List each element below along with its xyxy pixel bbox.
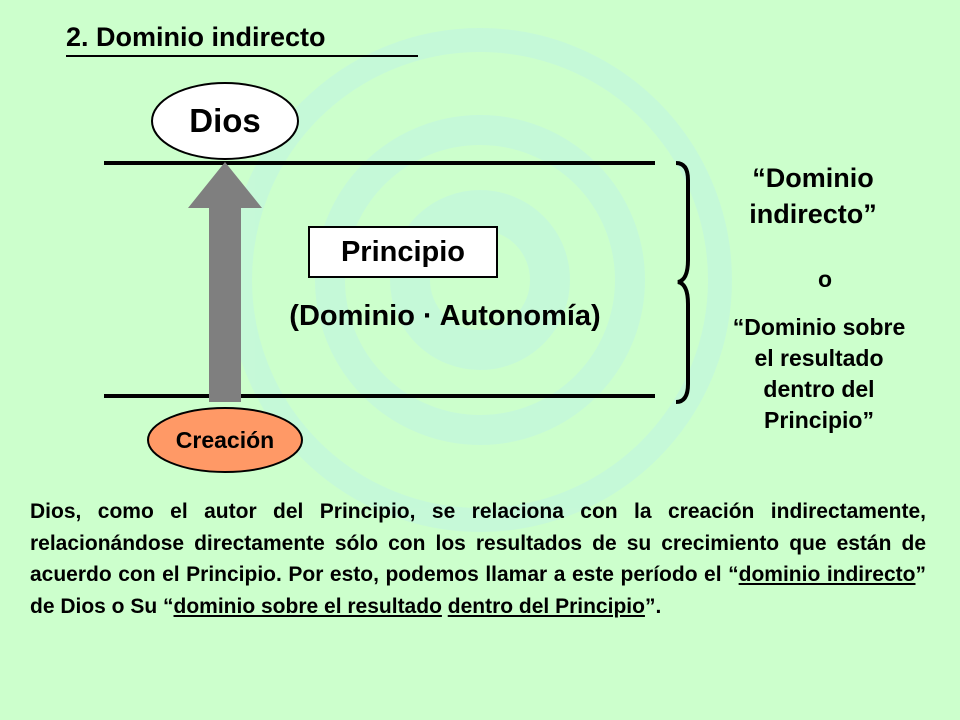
- side-note-line6: Principio”: [764, 407, 874, 433]
- paragraph-term2b: dentro del Principio: [447, 594, 645, 618]
- side-note-line2: indirecto”: [749, 199, 877, 229]
- dios-node: Dios: [189, 102, 261, 139]
- side-note-line5: dentro del: [763, 376, 875, 402]
- paragraph-text2: ” de Dios o Su “: [30, 563, 926, 618]
- paragraph-text1: Dios, como el autor del Principio, se re…: [30, 500, 926, 586]
- up-arrow: [188, 162, 262, 402]
- side-note-term2: “Dominio sobre el resultado dentro del P…: [694, 312, 944, 436]
- side-note-line4: el resultado: [754, 345, 884, 371]
- principio-box: Principio: [308, 226, 498, 278]
- side-note-term1: “Dominio indirecto”: [700, 160, 926, 232]
- side-note-line1: “Dominio: [752, 163, 874, 193]
- paragraph-term2a: dominio sobre el resultado: [173, 594, 442, 618]
- side-note-or: o: [817, 266, 833, 292]
- creacion-node: Creación: [175, 426, 275, 453]
- explanation-paragraph: Dios, como el autor del Principio, se re…: [30, 496, 926, 622]
- paragraph-term1: dominio indirecto: [738, 563, 916, 586]
- background-sunburst: [228, 28, 732, 532]
- side-note-line3: “Dominio sobre: [732, 314, 906, 340]
- dios-ellipse: [151, 82, 299, 160]
- paragraph-text3: ”.: [644, 594, 662, 618]
- curly-brace: [675, 161, 690, 404]
- creacion-ellipse: [147, 407, 303, 473]
- page-title: 2. Dominio indirecto: [66, 22, 418, 57]
- principio-subtitle: (Dominio · Autonomía): [289, 300, 601, 332]
